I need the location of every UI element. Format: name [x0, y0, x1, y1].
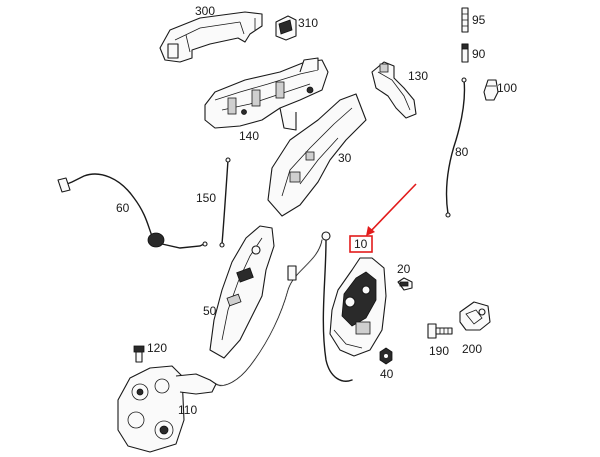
- label-20: 20: [397, 262, 411, 276]
- label-100: 100: [497, 81, 517, 95]
- part-140-handle-carrier: [204, 57, 329, 131]
- label-90: 90: [472, 47, 486, 61]
- part-80-rod: [445, 77, 467, 218]
- part-95-pin: [461, 7, 469, 33]
- part-130-bracket: [371, 61, 417, 119]
- part-200-striker: [459, 301, 491, 331]
- label-310: 310: [298, 16, 318, 30]
- part-40-nut: [379, 347, 393, 365]
- label-190: 190: [429, 344, 449, 358]
- part-310-clip: [275, 15, 297, 41]
- label-40: 40: [380, 367, 394, 381]
- label-130: 130: [408, 69, 428, 83]
- part-150-rod: [219, 157, 231, 248]
- label-10: 10: [354, 237, 368, 251]
- part-50-inner-handle: [209, 225, 275, 359]
- label-110: 110: [178, 403, 197, 417]
- part-190-bolt: [427, 323, 453, 339]
- label-150: 150: [196, 191, 216, 205]
- label-60: 60: [116, 201, 130, 215]
- part-60-cable: [57, 173, 208, 249]
- label-30: 30: [338, 151, 352, 165]
- part-20-screw: [397, 277, 413, 291]
- label-10-highlight-box: [349, 235, 373, 253]
- label-50: 50: [203, 304, 217, 318]
- label-80: 80: [455, 145, 469, 159]
- part-90-pin: [461, 43, 469, 63]
- red-pointer-arrow: [366, 183, 417, 236]
- part-300-door-handle: [159, 11, 263, 63]
- label-200: 200: [462, 342, 482, 356]
- part-10-door-lock: [321, 231, 387, 382]
- part-100-grommet: [483, 79, 499, 101]
- label-95: 95: [472, 13, 486, 27]
- part-120-screw: [133, 345, 145, 363]
- part-110-control-unit: [117, 239, 323, 453]
- label-120: 120: [147, 341, 167, 355]
- label-300: 300: [195, 4, 215, 18]
- label-140: 140: [239, 129, 259, 143]
- part-30-cover: [267, 93, 367, 217]
